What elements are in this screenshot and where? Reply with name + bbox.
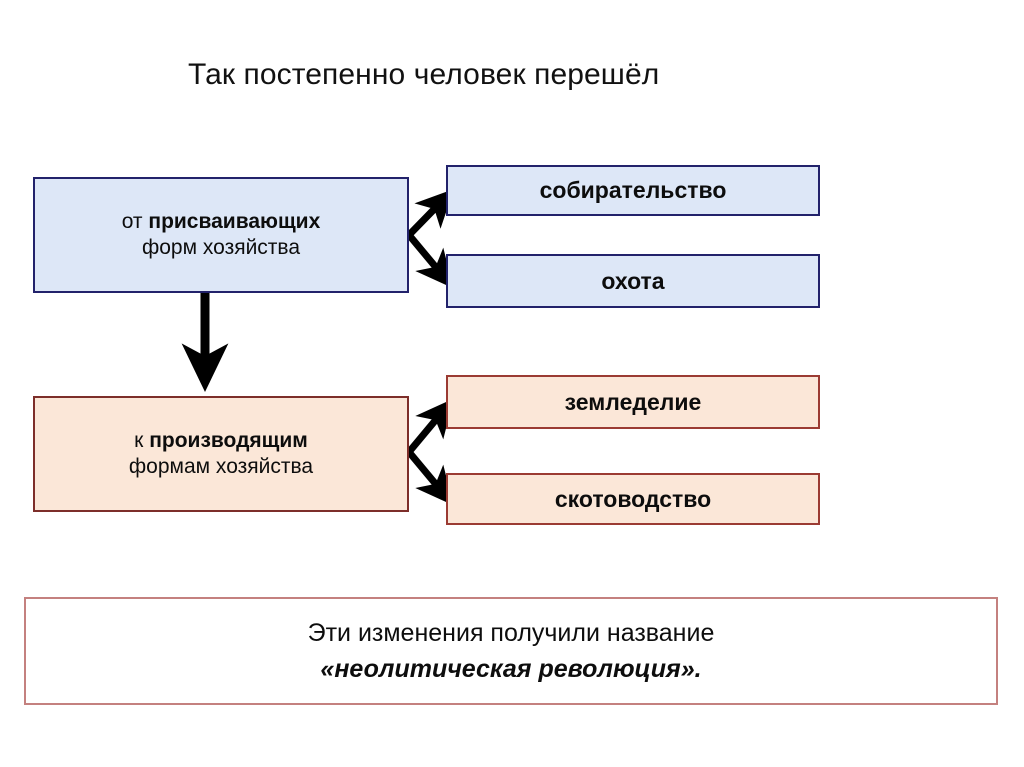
arrow-producing-to-cattle <box>406 449 454 506</box>
page-title: Так постепенно человек перешёл <box>188 58 660 91</box>
arrow-producing-to-agriculture <box>406 398 454 455</box>
box-cattle-breeding-label: скотоводство <box>554 485 712 512</box>
box-agriculture[interactable]: земледелие <box>446 375 820 429</box>
box-gathering[interactable]: собирательство <box>446 165 820 216</box>
box-producing-prefix: к <box>134 429 150 453</box>
box-appropriating-keyword: присваивающих <box>148 210 321 234</box>
box-appropriating-forms[interactable]: от присваивающих форм хозяйства <box>33 177 409 293</box>
box-producing-keyword: производящим <box>149 429 308 453</box>
box-cattle-breeding[interactable]: скотоводство <box>446 473 820 525</box>
box-appropriating-line2: форм хозяйства <box>141 236 301 259</box>
box-producing-line1: к производящим <box>134 428 308 454</box>
box-hunting[interactable]: охота <box>446 254 820 308</box>
box-gathering-label: собирательство <box>539 177 727 204</box>
box-appropriating-line1: от присваивающих <box>122 209 321 235</box>
conclusion-line1: Эти изменения получили название <box>307 618 715 647</box>
box-producing-line2: формам хозяйства <box>128 455 314 478</box>
box-agriculture-label: земледелие <box>564 388 702 415</box>
box-hunting-label: охота <box>601 267 665 294</box>
conclusion-line2: «неолитическая революция». <box>320 655 702 683</box>
arrow-appropriating-to-hunting <box>406 232 454 289</box>
box-producing-forms[interactable]: к производящим формам хозяйства <box>33 396 409 512</box>
arrow-appropriating-to-gathering <box>406 188 454 238</box>
box-appropriating-prefix: от <box>121 210 149 234</box>
box-conclusion[interactable]: Эти изменения получили название «неолити… <box>24 597 998 705</box>
